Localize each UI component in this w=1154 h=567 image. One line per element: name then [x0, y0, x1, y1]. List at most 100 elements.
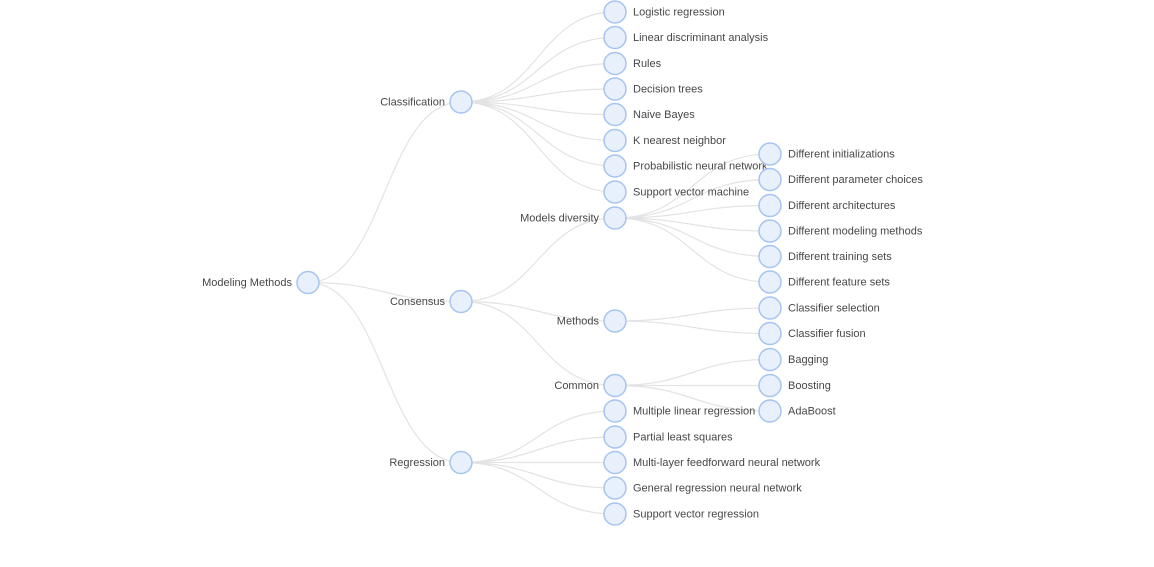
classifier-selection-node-circle[interactable] — [758, 296, 782, 320]
tree-node-general-regression-neural-network: General regression neural network — [603, 476, 802, 500]
linear-discriminant-analysis-label: Linear discriminant analysis — [633, 32, 769, 44]
methods-label: Methods — [557, 316, 600, 328]
tree-link — [307, 281, 462, 464]
tree-node-common: Common — [554, 373, 627, 398]
partial-least-squares-label: Partial least squares — [633, 432, 733, 444]
tree-link — [614, 307, 771, 322]
tree-link — [460, 36, 616, 103]
tree-link — [460, 11, 616, 103]
classification-node-circle[interactable] — [449, 90, 473, 114]
classifier-fusion-node-circle[interactable] — [758, 321, 782, 346]
different-parameter-choices-node-circle[interactable] — [758, 167, 782, 192]
tree-link — [614, 217, 771, 232]
common-label: Common — [554, 380, 599, 392]
general-regression-neural-network-label: General regression neural network — [633, 483, 802, 495]
probabilistic-neural-network-node-circle[interactable] — [603, 154, 627, 178]
different-architectures-node-circle[interactable] — [758, 193, 782, 218]
methods-node-circle[interactable] — [603, 309, 627, 333]
rules-node-circle[interactable] — [603, 51, 627, 76]
tree-link — [460, 461, 616, 489]
logistic-regression-node-circle[interactable] — [603, 0, 627, 24]
adaboost-label: AdaBoost — [788, 406, 836, 418]
different-parameter-choices-label: Different parameter choices — [788, 174, 923, 186]
tree-node-bagging: Bagging — [758, 347, 828, 372]
modeling-methods-node-circle[interactable] — [296, 270, 320, 295]
naive-bayes-node-circle[interactable] — [603, 102, 627, 127]
tree-link — [460, 300, 616, 387]
tree-node-regression: Regression — [389, 450, 473, 475]
tree-link — [460, 217, 616, 303]
naive-bayes-label: Naive Bayes — [633, 109, 695, 121]
different-modeling-methods-node-circle[interactable] — [758, 219, 782, 243]
tree-link — [460, 410, 616, 464]
tree-node-classification: Classification — [380, 90, 473, 114]
regression-label: Regression — [389, 457, 445, 469]
regression-node-circle[interactable] — [449, 450, 473, 475]
tree-link — [614, 358, 771, 387]
tree-node-different-architectures: Different architectures — [758, 193, 896, 218]
tree-link — [614, 384, 771, 412]
consensus-label: Consensus — [390, 296, 446, 308]
tree-node-different-training-sets: Different training sets — [758, 244, 892, 269]
tree-node-methods: Methods — [557, 309, 627, 333]
tree-node-different-feature-sets: Different feature sets — [758, 270, 890, 294]
adaboost-node-circle[interactable] — [758, 399, 782, 423]
different-initializations-node-circle[interactable] — [758, 142, 782, 166]
tree-node-modeling-methods: Modeling Methods — [202, 270, 320, 295]
tree-node-k-nearest-neighbor: K nearest neighbor — [603, 128, 726, 153]
tree-node-probabilistic-neural-network: Probabilistic neural network — [603, 154, 768, 178]
probabilistic-neural-network-label: Probabilistic neural network — [633, 161, 768, 173]
tree-link — [460, 101, 616, 142]
k-nearest-neighbor-label: K nearest neighbor — [633, 135, 726, 147]
different-feature-sets-label: Different feature sets — [788, 277, 890, 289]
general-regression-neural-network-node-circle[interactable] — [603, 476, 627, 500]
different-initializations-label: Different initializations — [788, 149, 895, 161]
tree-link — [614, 217, 771, 258]
tree-link — [460, 101, 616, 167]
support-vector-machine-label: Support vector machine — [633, 187, 749, 199]
decision-trees-node-circle[interactable] — [603, 77, 627, 101]
rules-label: Rules — [633, 58, 662, 70]
models-diversity-node-circle[interactable] — [603, 206, 627, 230]
tree-node-support-vector-regression: Support vector regression — [603, 502, 759, 526]
linear-discriminant-analysis-node-circle[interactable] — [603, 25, 627, 50]
tree-link — [614, 204, 771, 219]
different-training-sets-node-circle[interactable] — [758, 244, 782, 269]
classification-label: Classification — [380, 97, 445, 109]
support-vector-regression-label: Support vector regression — [633, 509, 759, 521]
tree-link — [460, 62, 616, 103]
decision-trees-label: Decision trees — [633, 84, 703, 96]
tree-node-partial-least-squares: Partial least squares — [603, 425, 733, 449]
tree-link — [614, 153, 771, 219]
tree-node-multiple-linear-regression: Multiple linear regression — [603, 399, 755, 423]
tree-link — [460, 436, 616, 464]
tree-link — [614, 178, 771, 219]
tree-link — [460, 88, 616, 103]
support-vector-machine-node-circle[interactable] — [603, 180, 627, 204]
tree-link — [460, 300, 616, 322]
multi-layer-feedforward-neural-network-node-circle[interactable] — [603, 450, 627, 475]
different-architectures-label: Different architectures — [788, 200, 896, 212]
k-nearest-neighbor-node-circle[interactable] — [603, 128, 627, 153]
common-node-circle[interactable] — [603, 373, 627, 398]
different-feature-sets-node-circle[interactable] — [758, 270, 782, 294]
boosting-node-circle[interactable] — [758, 373, 782, 398]
tree-link — [614, 217, 771, 283]
classifier-selection-label: Classifier selection — [788, 303, 880, 315]
tree-link — [460, 461, 616, 515]
boosting-label: Boosting — [788, 380, 831, 392]
bagging-node-circle[interactable] — [758, 347, 782, 372]
tree-node-multi-layer-feedforward-neural-network: Multi-layer feedforward neural network — [603, 450, 821, 475]
tree-node-support-vector-machine: Support vector machine — [603, 180, 749, 204]
support-vector-regression-node-circle[interactable] — [603, 502, 627, 526]
partial-least-squares-node-circle[interactable] — [603, 425, 627, 449]
bagging-label: Bagging — [788, 354, 828, 366]
multiple-linear-regression-node-circle[interactable] — [603, 399, 627, 423]
multiple-linear-regression-label: Multiple linear regression — [633, 406, 755, 418]
tree-link — [307, 281, 462, 303]
different-modeling-methods-label: Different modeling methods — [788, 226, 923, 238]
consensus-node-circle[interactable] — [449, 289, 473, 314]
tree-node-decision-trees: Decision trees — [603, 77, 703, 101]
